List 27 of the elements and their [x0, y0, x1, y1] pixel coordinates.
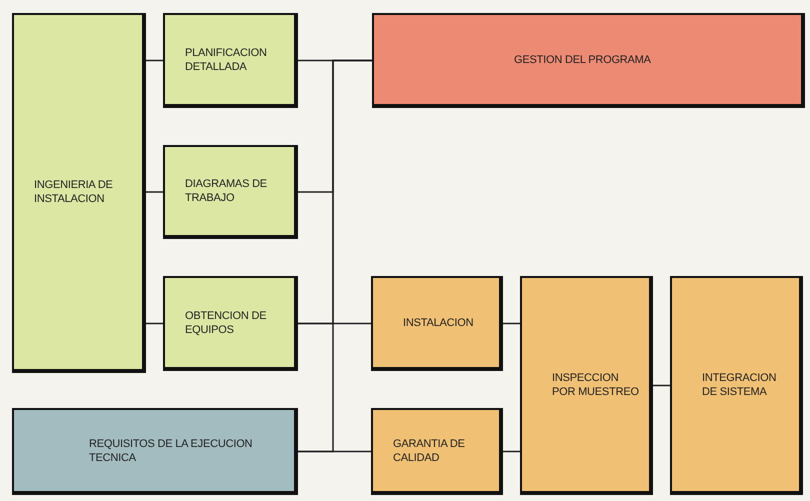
- box-label: GESTION DEL PROGRAMA: [514, 52, 651, 66]
- process-box: [371, 408, 503, 495]
- connector-line: [146, 191, 163, 193]
- connector-line: [653, 384, 670, 386]
- box-label: DIAGRAMAS DE TRABAJO: [185, 177, 268, 205]
- process-box: [163, 13, 298, 108]
- box-label: OBTENCION DE EQUIPOS: [185, 308, 268, 336]
- process-box: [163, 145, 298, 239]
- box-label: INGENIERIA DE INSTALACION: [34, 178, 114, 206]
- process-box: [372, 13, 805, 108]
- process-box: [670, 276, 803, 495]
- box-label: PLANIFICACION DETALLADA: [185, 46, 268, 74]
- process-box: [12, 13, 146, 373]
- connector-line: [503, 450, 520, 452]
- process-box: [12, 408, 298, 495]
- process-box: [520, 276, 653, 495]
- box-label: INSPECCION POR MUESTREO: [552, 370, 640, 398]
- connector-line: [146, 60, 163, 62]
- process-box: [163, 276, 298, 371]
- connector-line: [503, 322, 520, 324]
- box-label: INSTALACION: [403, 316, 474, 330]
- connector-line: [146, 322, 163, 324]
- connector-line: [298, 60, 372, 452]
- box-label: GARANTIA DE CALIDAD: [393, 436, 466, 464]
- process-box: [371, 276, 503, 371]
- box-label: INTEGRACION DE SISTEMA: [702, 370, 778, 398]
- box-label: REQUISITOS DE LA EJECUCION TECNICA: [89, 436, 254, 464]
